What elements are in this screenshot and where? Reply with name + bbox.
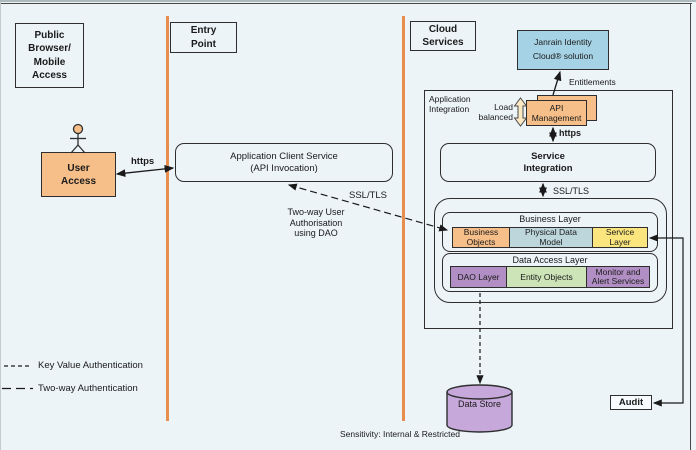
- right-border: [689, 2, 692, 450]
- entry-point-lifeline: [166, 16, 169, 421]
- https-api-label: https: [559, 128, 581, 138]
- ssl-tls-diagonal-label: SSL/TLS: [349, 190, 388, 201]
- dao-layer-node: DAO Layer: [450, 266, 507, 288]
- api-management-node: API Management: [526, 100, 587, 126]
- top-border: [0, 2, 692, 5]
- lane-cloud-services: Cloud Services: [410, 21, 476, 51]
- user-access-node: User Access: [41, 152, 116, 197]
- legend-two-way-label: Two-way Authentication: [38, 383, 138, 394]
- monitor-alert-services-node: Monitor and Alert Services: [586, 266, 650, 288]
- service-integration-node: Service Integration: [440, 143, 656, 182]
- data-store-label: Data Store: [457, 399, 502, 409]
- https-user-connector: [115, 165, 175, 177]
- two-way-auth-note: Two-way User Authorisation using DAO: [287, 207, 345, 239]
- physical-data-model-node: Physical Data Model: [509, 227, 593, 248]
- load-balanced-label: Load balanced: [478, 102, 513, 123]
- entity-objects-node: Entity Objects: [506, 266, 587, 288]
- business-layer-title: Business Layer: [519, 214, 581, 224]
- audit-node: Audit: [610, 395, 652, 410]
- business-layer-container: [442, 212, 658, 252]
- left-border: [0, 2, 2, 450]
- data-access-layer-title: Data Access Layer: [512, 255, 588, 265]
- cloud-services-lifeline: [402, 16, 405, 421]
- business-objects-node: Business Objects: [452, 227, 510, 248]
- lane-entry-point: Entry Point: [170, 22, 237, 53]
- ssl-tls-vertical-label: SSL/TLS: [553, 186, 590, 196]
- application-integration-label: Application Integration: [429, 94, 471, 115]
- janrain-identity-node: Janrain Identity Cloud® solution: [517, 30, 609, 70]
- service-layer-node: Service Layer: [592, 227, 648, 248]
- legend-key-value-label: Key Value Authentication: [38, 360, 143, 371]
- sensitivity-note: Sensitivity: Internal & Restricted: [340, 429, 460, 439]
- user-actor-icon: [70, 123, 86, 154]
- application-client-service-node: Application Client Service (API Invocati…: [175, 143, 393, 182]
- https-user-label: https: [131, 156, 155, 167]
- top-edge-strip: [0, 0, 696, 2]
- entitlements-label: Entitlements: [569, 77, 616, 87]
- lane-public-browser-mobile-access: Public Browser/ Mobile Access: [15, 23, 84, 88]
